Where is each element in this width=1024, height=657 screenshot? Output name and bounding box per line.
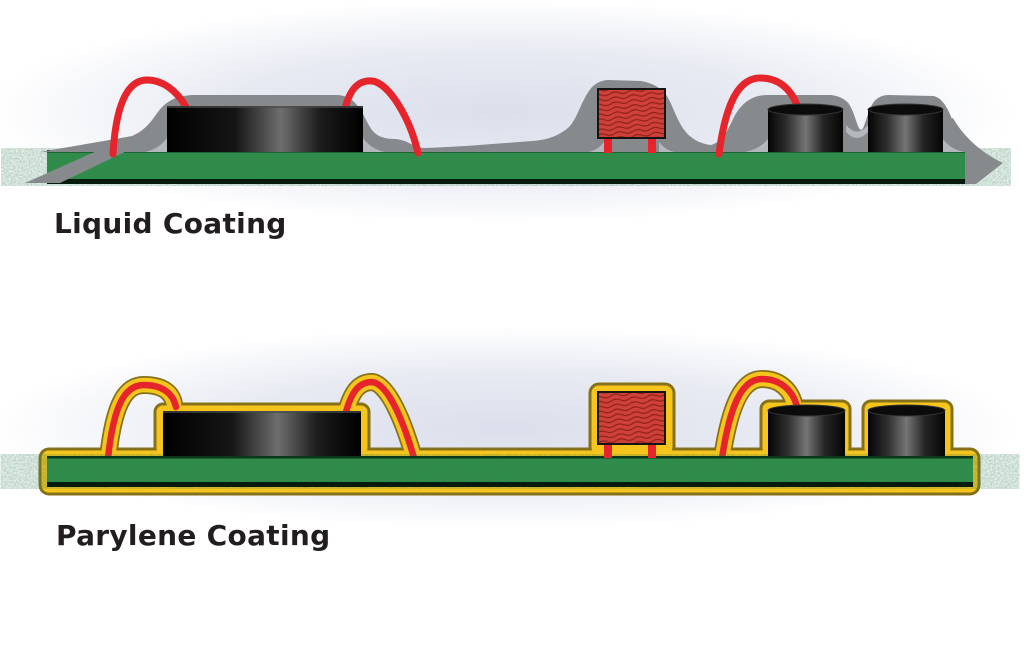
film-capacitor-lead-right <box>648 138 656 153</box>
electrolytic-capacitor-1 <box>767 404 846 456</box>
fillet-cylinder2-right <box>943 139 964 152</box>
fillet-chip-left <box>145 138 167 152</box>
pcb-bottom-edge <box>47 179 965 184</box>
smd-chip-body <box>163 411 361 456</box>
liquid-coating-left-drip <box>25 137 137 183</box>
electrolytic-capacitor-2-top <box>867 103 944 116</box>
jumper-wire-left <box>104 381 180 462</box>
electrolytic-capacitor-2-body <box>868 109 943 152</box>
electrolytic-capacitor-2-body <box>868 410 945 456</box>
pcb-texture <box>47 456 973 487</box>
fillet-capacitor-left <box>589 142 604 152</box>
film-capacitor-body <box>597 391 666 445</box>
film-capacitor-lead-right <box>648 444 656 458</box>
electrolytic-capacitor-1-body <box>768 410 845 456</box>
film-capacitor-lead-left <box>604 138 612 153</box>
jumper-wire-right <box>715 74 801 158</box>
fillet-capacitor-right <box>659 142 674 152</box>
liquid-coating-right-drip <box>945 118 1003 184</box>
pcb-board <box>47 150 965 184</box>
parylene-coating-panel <box>0 326 1020 530</box>
electrolytic-capacitor-2 <box>867 103 944 152</box>
jumper-wire-right <box>718 375 801 462</box>
electrolytic-capacitor-1-top <box>767 103 844 116</box>
fillet-chip-right <box>363 138 385 152</box>
jumper-wire-middle <box>342 378 418 462</box>
coating-meniscus-fillets <box>145 125 964 152</box>
jumper-wire-left <box>109 76 190 158</box>
smd-chip-body <box>167 106 363 152</box>
jumper-wire-middle <box>341 77 422 157</box>
pcb-top-edge <box>47 456 973 459</box>
smd-chip <box>163 411 361 456</box>
film-capacitor-body <box>597 88 666 139</box>
electrolytic-capacitor-1-body <box>768 109 843 152</box>
liquid-coating-panel <box>0 0 1015 224</box>
parylene-coating-label: Parylene Coating <box>56 519 331 552</box>
pcb-board <box>47 456 973 487</box>
electrolytic-capacitor-1-top <box>767 404 846 417</box>
film-capacitor <box>597 391 666 458</box>
pcb-bottom-edge <box>47 482 973 487</box>
film-capacitor <box>597 88 666 153</box>
electrolytic-capacitor-1 <box>767 103 844 152</box>
smd-chip-top-sheen <box>163 411 361 413</box>
background-halo <box>0 0 1015 224</box>
smd-chip <box>167 106 363 152</box>
electrolytic-capacitor-2-top <box>867 404 946 417</box>
fillet-cylinder-notch <box>846 125 868 138</box>
electrolytic-capacitor-2 <box>867 404 946 456</box>
film-capacitor-lead-left <box>604 444 612 458</box>
pcb-texture <box>47 150 965 184</box>
liquid-coating-label: Liquid Coating <box>54 207 287 240</box>
smd-chip-top-sheen <box>167 106 363 108</box>
fillet-cylinder1-left <box>745 139 768 152</box>
